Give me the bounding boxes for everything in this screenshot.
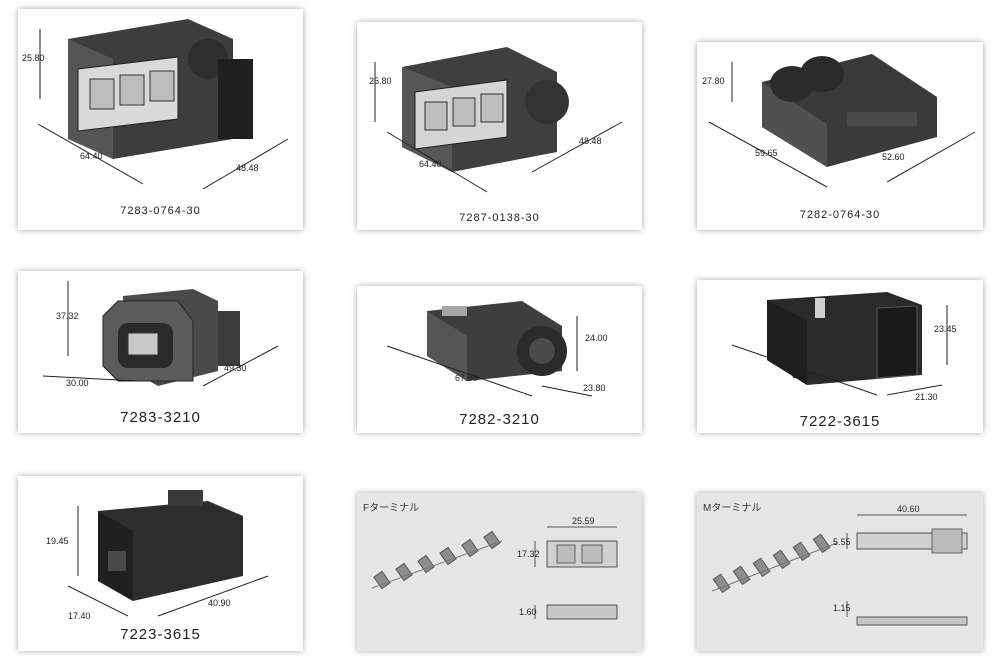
product-card-6: 23.45 57.20 21.30 7222-3615 [697,280,983,433]
part-number: 7222-3615 [799,413,881,430]
dim-width: 48.48 [579,136,602,146]
dim-height: 17.32 [517,549,540,559]
part-number: 7283-0764-30 [120,205,201,217]
product-card-3: 27.80 59.65 52.60 7282-0764-30 [697,42,983,230]
terminal-card-m: Mターミナル 40.60 5.55 1.15 [697,493,983,651]
connector-drawing: 23.45 57.20 21.30 [731,292,957,402]
dim-height: 23.45 [934,324,957,334]
terminal-drawing: 25.59 17.32 1.60 [371,516,618,620]
part-number: 7283-3210 [120,409,201,426]
dim-thickness: 1.60 [519,607,537,617]
connector-drawing: 37.32 30.00 49.30 [42,281,279,388]
dim-height: 37.32 [56,311,79,321]
dim-length: 59.65 [755,148,778,158]
terminal-title: Mターミナル [703,503,762,514]
part-number: 7287-0138-30 [459,212,540,224]
product-card-2: 25.80 64.40 48.48 7287-0138-30 [357,22,642,230]
terminal-title: Fターミナル [363,503,420,514]
dim-width: 23.80 [583,383,606,393]
product-card-5: 24.00 67.90 23.80 7282-3210 [357,286,642,433]
dim-length: 67.90 [455,373,478,383]
part-number: 7223-3615 [120,626,201,643]
dim-height: 25.80 [22,53,45,63]
dim-length: 57.20 [792,370,815,380]
dim-width: 48.48 [236,163,259,173]
product-card-7: 19.45 17.40 40.90 7223-3615 [18,476,303,651]
dim-height: 19.45 [46,536,69,546]
terminal-drawing: 40.60 5.55 1.15 [711,504,968,626]
dim-width: 21.30 [915,392,938,402]
dim-width: 52.60 [882,152,905,162]
part-number: 7282-3210 [459,411,540,428]
dim-width: 49.30 [224,363,247,373]
connector-drawing: 24.00 67.90 23.80 [386,301,608,397]
connector-drawing: 27.80 59.65 52.60 [702,54,976,188]
dim-width: 40.90 [208,598,231,608]
dim-height: 25.80 [369,76,392,86]
connector-drawing: 19.45 17.40 40.90 [46,490,269,621]
dim-height: 5.55 [833,537,851,547]
product-card-4: 37.32 30.00 49.30 7283-3210 [18,271,303,433]
dim-length: 25.59 [572,516,595,526]
dim-length: 40.60 [897,504,920,514]
connector-drawing: 25.80 64.40 48.48 [22,19,289,190]
dim-height: 24.00 [585,333,608,343]
dim-length: 64.40 [419,159,442,169]
dim-height: 27.80 [702,76,725,86]
dim-depth: 30.00 [66,378,89,388]
terminal-card-f: Fターミナル 25.59 17.32 1.60 [357,493,642,651]
connector-drawing: 25.80 64.40 48.48 [369,47,623,193]
product-card-1: 25.80 64.40 48.48 7283-0764-30 [18,9,303,230]
part-number: 7282-0764-30 [799,209,881,221]
dim-length: 64.40 [80,151,103,161]
dim-depth: 17.40 [68,611,91,621]
dim-thickness: 1.15 [833,603,851,613]
